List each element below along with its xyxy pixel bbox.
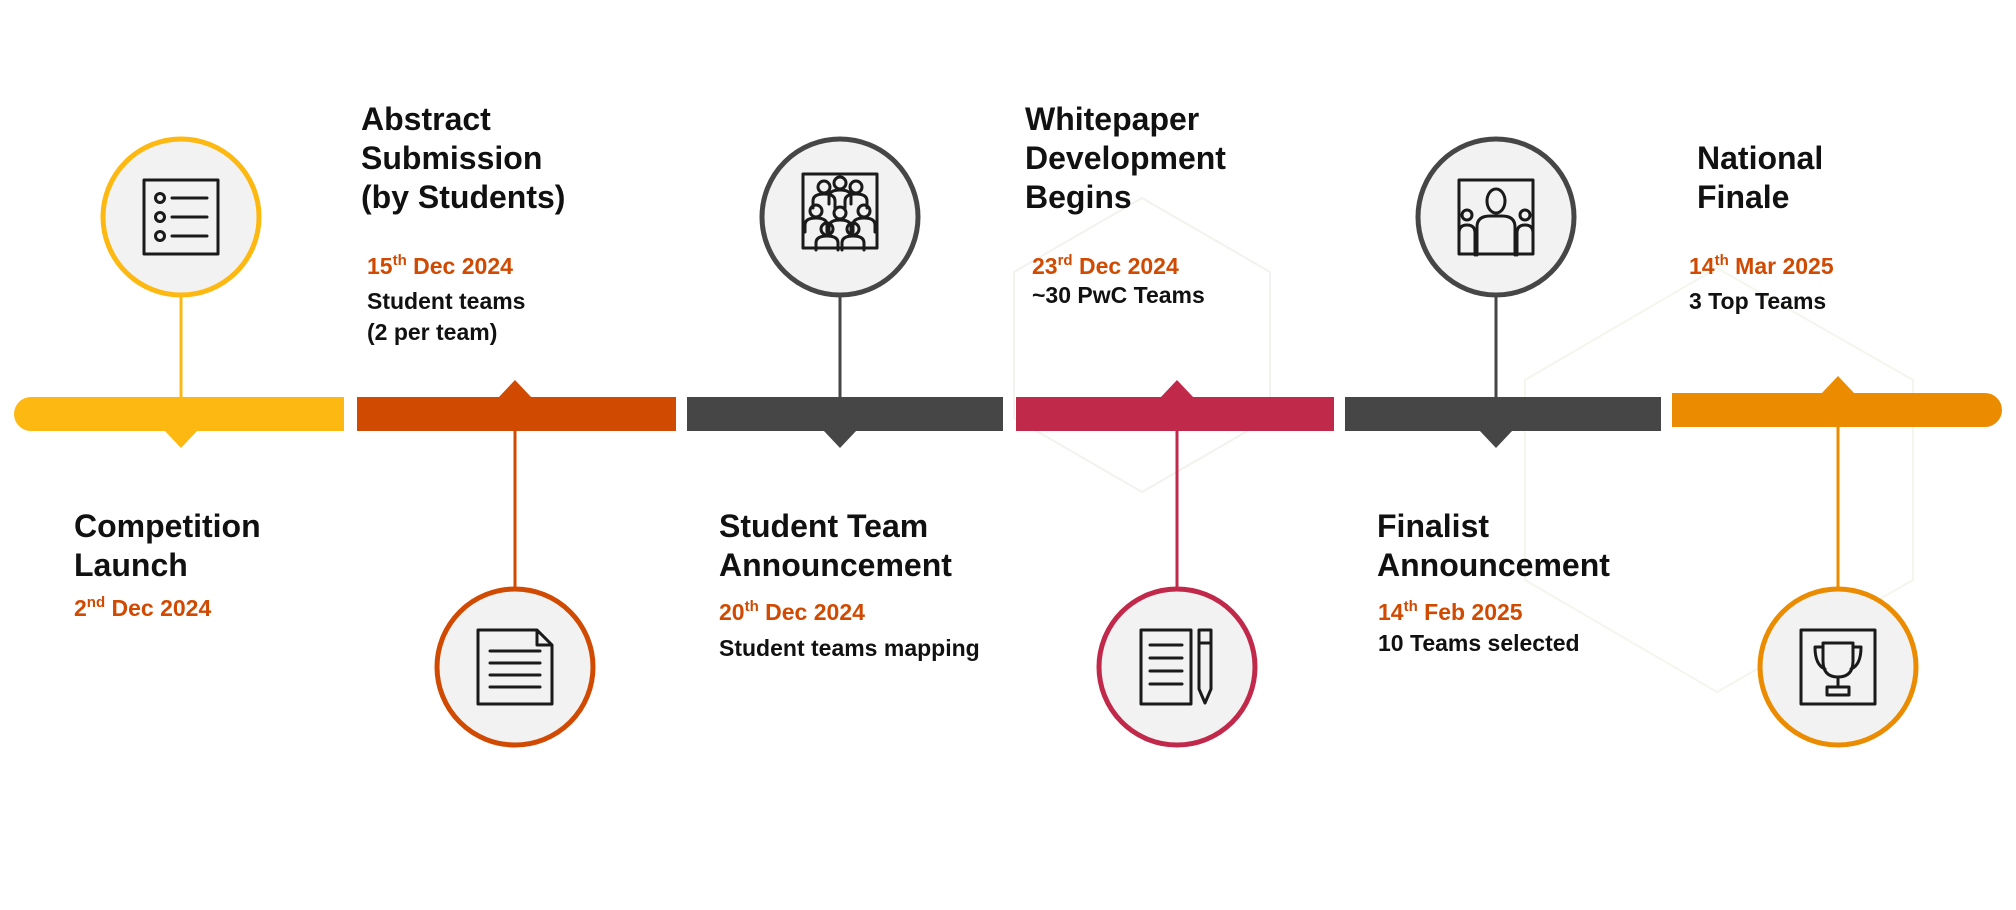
milestone-description: Student teams mapping [719,635,980,661]
timeline-bar-segment-end [310,397,344,431]
trophy-icon [1799,628,1877,706]
milestone-description: 10 Teams selected [1378,630,1580,656]
date-day: 14 [1378,599,1404,625]
date-suffix: nd [86,594,106,611]
timeline-bar-segment [357,397,676,431]
date-suffix: th [1403,598,1418,615]
date-suffix: th [392,252,407,269]
finalists-presentation-icon [1457,178,1535,257]
date-month-year: Dec 2024 [406,253,513,279]
timeline-pointer [1160,380,1194,398]
timeline-bar-segment [14,397,344,431]
milestone-title: National Finale [1697,140,1824,215]
milestone-node [434,586,596,748]
timeline-bar-segment [1672,393,2002,427]
timeline-pointer [164,430,198,448]
timeline-bar-segment [1016,397,1334,431]
milestone-title: Student Team Announcement [719,508,952,583]
date-month-year: Dec 2024 [105,595,212,621]
milestone-title: Abstract Submission (by Students) [361,101,566,215]
date-suffix: rd [1057,252,1073,269]
timeline-pointer [1821,376,1855,394]
date-month-year: Feb 2025 [1417,599,1523,625]
timeline-bar-segment-end [1672,393,1706,427]
team-group-icon [801,172,879,252]
document-icon [476,628,554,706]
milestone-title: Whitepaper Development Begins [1025,101,1226,215]
date-month-year: Mar 2025 [1728,253,1834,279]
date-day: 14 [1689,253,1715,279]
milestone-date: 14th Mar 2025 [1689,252,1834,280]
milestone-date: 15th Dec 2024 [367,252,513,280]
milestone-description: Student teams (2 per team) [367,288,526,345]
paper-and-pen-icon [1139,628,1213,706]
decorative-hexagon [1524,266,1914,694]
milestone-title: Finalist Announcement [1377,508,1610,583]
milestone-node [759,136,921,298]
milestone-description: ~30 PwC Teams [1032,282,1205,308]
timeline-pointer [1479,430,1513,448]
date-suffix: th [744,598,759,615]
checklist-icon [142,178,220,256]
decorative-hexagon [1013,196,1271,494]
milestone-date: 20th Dec 2024 [719,598,865,626]
milestone-node [1757,586,1919,748]
timeline-pointer [823,430,857,448]
date-day: 15 [367,253,393,279]
date-month-year: Dec 2024 [1072,253,1179,279]
milestone-date: 14th Feb 2025 [1378,598,1523,626]
timeline-bar-segment [687,397,1003,431]
date-day: 20 [719,599,745,625]
timeline-bar-segment [1345,397,1661,431]
milestone-date: 2nd Dec 2024 [74,594,211,622]
milestone-title: Competition Launch [74,508,261,583]
milestone-node [1096,586,1258,748]
timeline-pointer [498,380,532,398]
date-day: 23 [1032,253,1058,279]
milestone-description: 3 Top Teams [1689,288,1827,314]
date-day: 2 [74,595,87,621]
milestone-date: 23rd Dec 2024 [1032,252,1179,280]
date-month-year: Dec 2024 [758,599,865,625]
date-suffix: th [1714,252,1729,269]
